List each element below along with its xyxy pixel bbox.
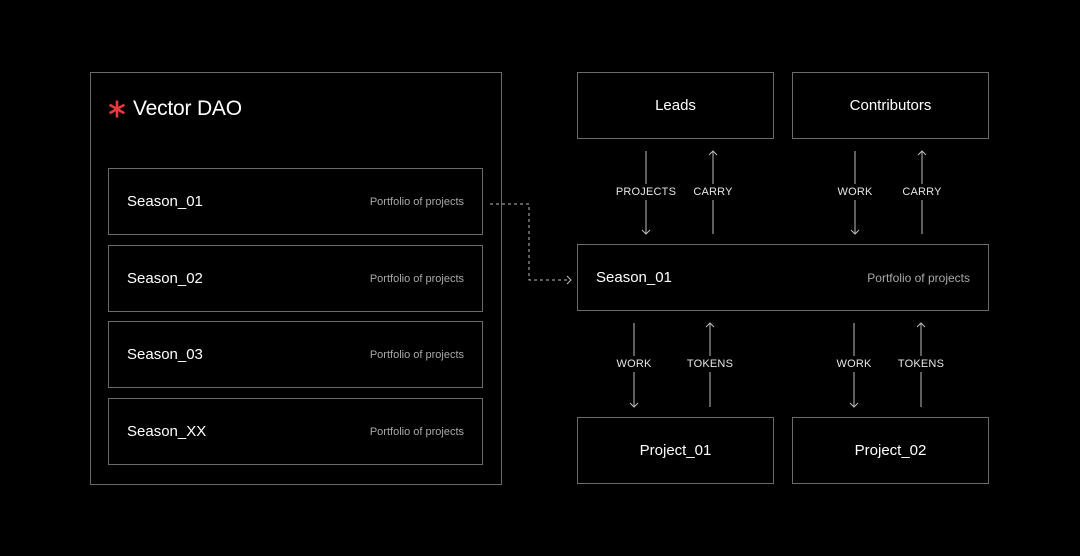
flow-label-carry: CARRY — [902, 184, 942, 200]
flow-label-carry: CARRY — [693, 184, 733, 200]
flow-label-tokens: TOKENS — [686, 356, 734, 372]
season-desc: Portfolio of projects — [369, 425, 464, 438]
season-label: Season_01 — [127, 193, 203, 210]
dao-panel — [90, 72, 502, 485]
season-desc: Portfolio of projects — [369, 195, 464, 208]
dao-title: Vector DAO — [107, 94, 242, 124]
season-label: Season_XX — [127, 423, 207, 440]
contributors-node[interactable]: Contributors — [792, 72, 989, 139]
season-label: Season_02 — [127, 270, 203, 287]
season-row-xx[interactable]: Season_XX Portfolio of projects — [108, 398, 483, 465]
dao-name: Vector DAO — [133, 97, 242, 120]
season-detail-label: Season_01 — [596, 269, 672, 286]
leads-label: Leads — [655, 97, 696, 114]
flow-label-work: WORK — [616, 356, 652, 372]
season-row-03[interactable]: Season_03 Portfolio of projects — [108, 321, 483, 388]
project-02-node[interactable]: Project_02 — [792, 417, 989, 484]
asterisk-icon — [108, 100, 126, 118]
season-detail-node[interactable]: Season_01 Portfolio of projects — [577, 244, 989, 311]
season-desc: Portfolio of projects — [369, 272, 464, 285]
season-label: Season_03 — [127, 346, 203, 363]
flow-label-work: WORK — [836, 356, 872, 372]
dashed-link-arrow — [490, 203, 572, 285]
project-01-node[interactable]: Project_01 — [577, 417, 774, 484]
season-row-02[interactable]: Season_02 Portfolio of projects — [108, 245, 483, 312]
season-row-01[interactable]: Season_01 Portfolio of projects — [108, 168, 483, 235]
flow-label-projects: PROJECTS — [615, 184, 677, 200]
flow-label-tokens: TOKENS — [897, 356, 945, 372]
flow-label-work: WORK — [837, 184, 873, 200]
contributors-label: Contributors — [849, 97, 932, 114]
leads-node[interactable]: Leads — [577, 72, 774, 139]
project-01-label: Project_01 — [639, 442, 712, 459]
project-02-label: Project_02 — [854, 442, 927, 459]
season-detail-desc: Portfolio of projects — [867, 270, 970, 285]
season-desc: Portfolio of projects — [369, 348, 464, 361]
